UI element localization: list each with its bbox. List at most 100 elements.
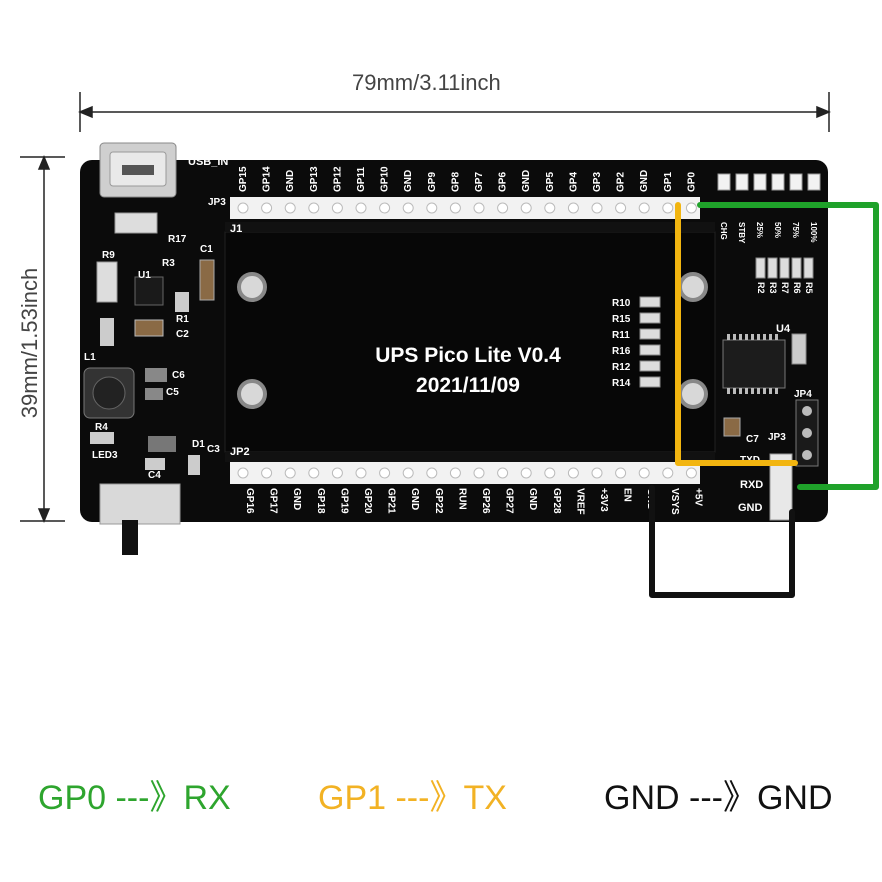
component-label: U1 xyxy=(138,270,151,281)
led-resistor-label: R2 xyxy=(756,282,766,294)
bottom-pin-label: +3V3 xyxy=(598,488,609,512)
component-label: C6 xyxy=(172,370,185,381)
component-label: C4 xyxy=(148,470,161,481)
bottom-pin xyxy=(685,467,697,479)
led-resistor-label: R5 xyxy=(804,282,814,294)
connection-wires xyxy=(649,202,879,598)
bottom-pin xyxy=(615,467,627,479)
top-pin-label: GP15 xyxy=(238,166,249,192)
width-dimension-line xyxy=(78,92,831,132)
top-pin-label: GP14 xyxy=(262,166,273,192)
top-pin xyxy=(402,202,414,214)
top-pin xyxy=(355,202,367,214)
status-led-label: 100% xyxy=(809,222,818,242)
pico-module xyxy=(224,231,716,453)
resistor-label: R10 xyxy=(612,298,631,309)
resistor-label: R15 xyxy=(612,314,631,325)
top-pin xyxy=(685,202,697,214)
bottom-pin xyxy=(331,467,343,479)
bottom-pin xyxy=(426,467,438,479)
top-pin-label: GP8 xyxy=(450,172,461,192)
uart-connector xyxy=(769,453,793,521)
bottom-pin-label: GP22 xyxy=(433,488,444,514)
header-top-label: JP3 xyxy=(208,197,226,208)
component-label: C2 xyxy=(176,329,189,340)
bottom-pin xyxy=(402,467,414,479)
header-j1-label: J1 xyxy=(230,223,242,235)
bottom-pin-label: VREF xyxy=(574,488,585,515)
top-pin-label: GND xyxy=(285,170,296,192)
top-pin-label: GP9 xyxy=(427,172,438,192)
top-pin xyxy=(284,202,296,214)
top-header xyxy=(230,197,700,219)
top-pin xyxy=(473,202,485,214)
led-resistor xyxy=(779,257,790,279)
top-pin xyxy=(544,202,556,214)
bottom-pin-label: GP17 xyxy=(268,488,279,514)
top-pin-label: GND xyxy=(403,170,414,192)
bottom-pin-label: GP21 xyxy=(386,488,397,514)
top-pin-label: GP6 xyxy=(498,172,509,192)
bottom-pin xyxy=(473,467,485,479)
top-pin xyxy=(520,202,532,214)
black-wire-gnd-gnd xyxy=(649,485,795,598)
bottom-pin-label: GND xyxy=(409,488,420,510)
bottom-pin-label: RUN xyxy=(456,488,467,510)
legend-gp1-tx: GP1 ---》TX xyxy=(318,779,507,817)
led-resistor xyxy=(755,257,766,279)
bottom-pin-label: GP18 xyxy=(315,488,326,514)
green-wire-gp0-rx xyxy=(697,202,879,490)
top-pin-label: GP10 xyxy=(380,166,391,192)
bottom-pin xyxy=(544,467,556,479)
status-led xyxy=(717,173,731,191)
bottom-pin xyxy=(379,467,391,479)
component-label: R17 xyxy=(168,234,187,245)
led-resistor xyxy=(767,257,778,279)
top-pin xyxy=(591,202,603,214)
bottom-pin xyxy=(520,467,532,479)
component-label: L1 xyxy=(84,352,96,363)
top-pin-label: GP12 xyxy=(332,166,343,192)
jp4-label: JP4 xyxy=(794,389,812,400)
resistor xyxy=(639,376,661,388)
resistor xyxy=(639,344,661,356)
header-bottom-label: JP2 xyxy=(230,446,250,458)
legend-gnd-gnd: GND ---》GND xyxy=(604,779,833,817)
top-pin xyxy=(449,202,461,214)
width-dimension-label: 79mm/3.11inch xyxy=(352,70,501,95)
board-title: UPS Pico Lite V0.4 xyxy=(375,344,561,367)
bottom-pin-label: GP27 xyxy=(504,488,515,514)
led-resistor-label: R7 xyxy=(780,282,790,294)
top-pin xyxy=(567,202,579,214)
component-label: R9 xyxy=(102,250,115,261)
status-led-label: 75% xyxy=(791,222,800,238)
top-pin-label: GP13 xyxy=(309,166,320,192)
rxd-label: RXD xyxy=(740,479,763,491)
bottom-pin-label: GP16 xyxy=(244,488,255,514)
component-label: R4 xyxy=(95,422,108,433)
component-label: LED3 xyxy=(92,450,118,461)
top-pin xyxy=(638,202,650,214)
top-pin xyxy=(662,202,674,214)
usb-in-label: USB_IN xyxy=(188,156,228,168)
top-pin xyxy=(308,202,320,214)
bottom-header-pins xyxy=(237,467,697,479)
resistor xyxy=(639,296,661,308)
top-pin-label: GP5 xyxy=(545,172,556,192)
bottom-pin-label: VSYS xyxy=(669,488,680,515)
bottom-pin-label: +5V xyxy=(692,488,703,506)
status-led-label: 25% xyxy=(755,222,764,238)
bottom-pin-label: GP28 xyxy=(551,488,562,514)
bottom-pin xyxy=(237,467,249,479)
usb-connector xyxy=(99,142,177,198)
c7-label: C7 xyxy=(746,434,759,445)
resistor-label: R14 xyxy=(612,378,631,389)
top-pin xyxy=(237,202,249,214)
resistor xyxy=(639,360,661,372)
bottom-pin xyxy=(261,467,273,479)
u4-chip xyxy=(722,339,786,389)
bottom-pin-label: GND xyxy=(291,488,302,510)
led-resistor-label: R3 xyxy=(768,282,778,294)
